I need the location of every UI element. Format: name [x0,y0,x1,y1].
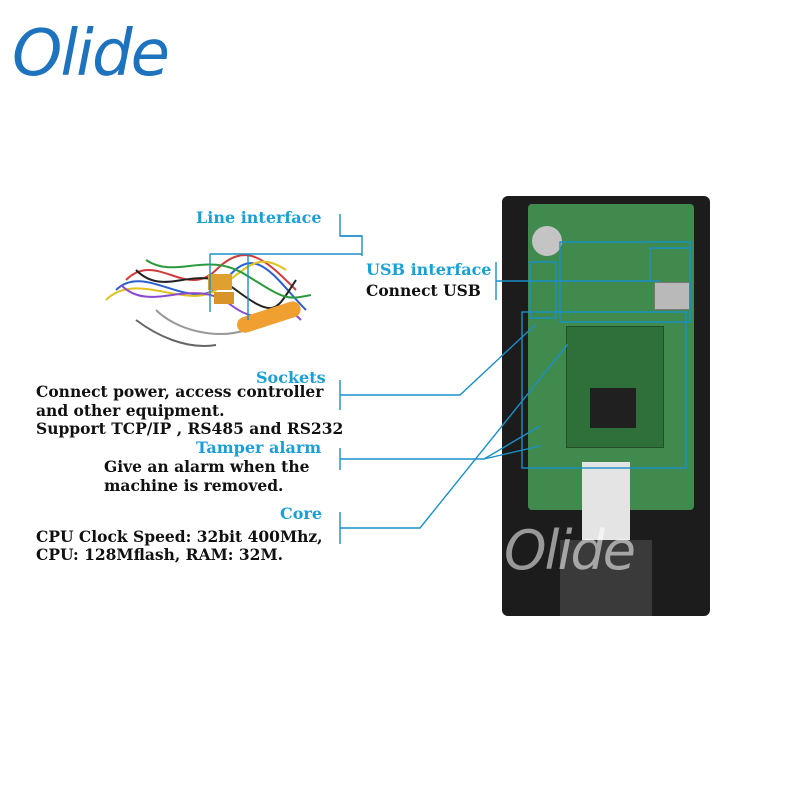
tamper-alarm-title: Tamper alarm [196,438,322,457]
usb-port [654,282,690,310]
coin-battery [532,226,562,256]
ribbon-cable [582,462,630,542]
watermark-logo: Olide [504,524,636,578]
core-title: Core [280,504,323,523]
sockets-title: Sockets [256,368,326,387]
brand-logo: Olide [12,22,170,86]
sockets-line-3: Support TCP/IP , RS485 and RS232 [36,419,344,438]
core-line-2: CPU: 128Mflash, RAM: 32M. [36,545,283,564]
brand-logo-text: Olide [12,17,170,91]
usb-interface-text: Connect USB [366,281,481,300]
fingerprint-sensor [560,540,652,616]
watermark-text: Olide [504,519,636,582]
core-line-1: CPU Clock Speed: 32bit 400Mhz, [36,527,323,546]
cpu-chip [590,388,636,428]
line-interface-title: Line interface [196,208,322,227]
wire-harness-image [105,254,312,347]
sockets-line-2: and other equipment. [36,401,225,420]
sockets-line-1: Connect power, access controller [36,382,324,401]
tamper-alarm-line-1: Give an alarm when the [104,457,310,476]
tamper-alarm-line-2: machine is removed. [104,476,284,495]
usb-interface-title: USB interface [366,260,492,279]
